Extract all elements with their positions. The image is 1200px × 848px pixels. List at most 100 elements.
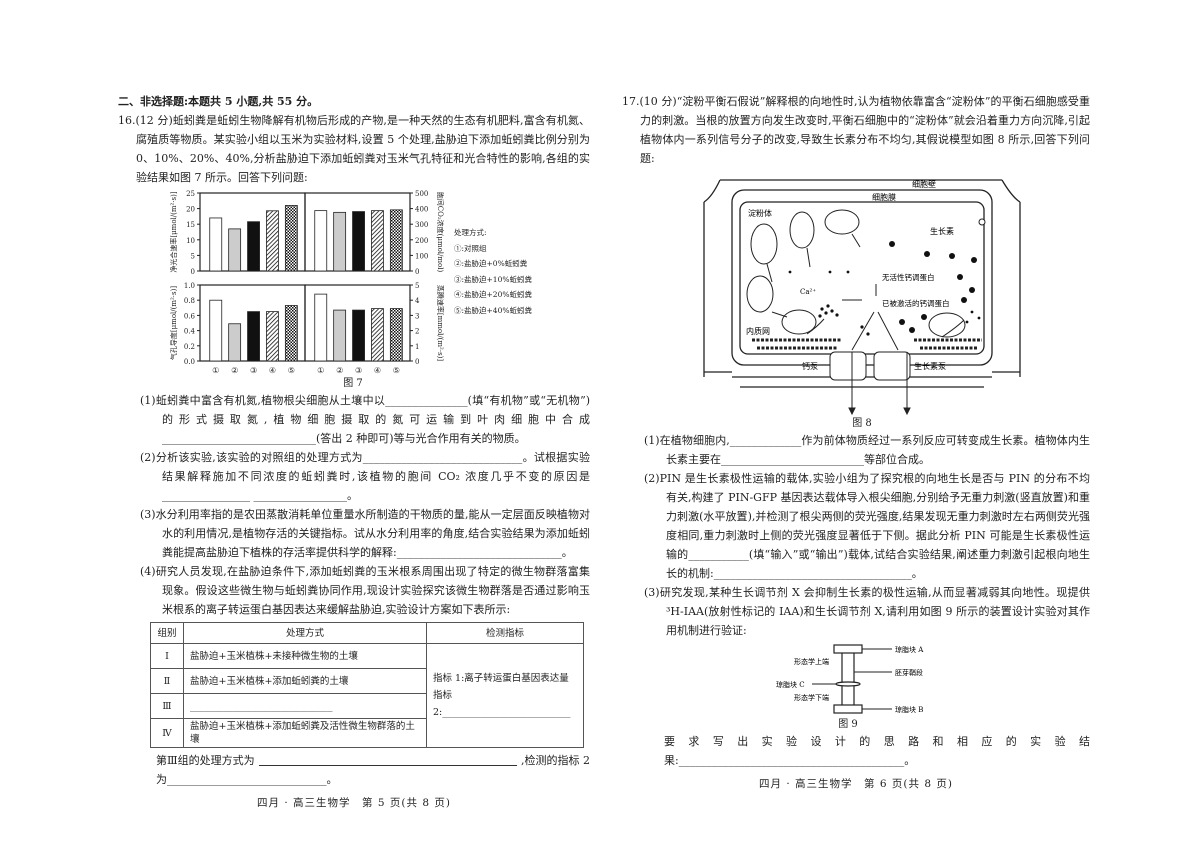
- figure-7-caption: 图 7: [343, 378, 363, 389]
- question-17-stem: 17.(10 分)“淀粉平衡石假说”解释根的向地性时,认为植物依靠富含“淀粉体”…: [622, 95, 1090, 165]
- section-title: 二、非选择题:本题共 5 小题,共 55 分。: [118, 95, 319, 108]
- x-tick-label: ①: [317, 366, 324, 375]
- label-lower-end: 形态学下端: [794, 693, 829, 702]
- legend-item: ②:盐胁迫+0%蚯蚓粪: [454, 259, 528, 268]
- y-tick-label: 1.0: [184, 282, 195, 290]
- label-calcium: Ca²⁺: [800, 288, 816, 296]
- y-tick-label: 300: [415, 221, 428, 229]
- left-page-column: 二、非选择题:本题共 5 小题,共 55 分。 16.(12 分)蚯蚓粪是蚯蚓生…: [118, 92, 590, 811]
- answer-blank: [258, 765, 517, 766]
- bar: [284, 205, 298, 272]
- treatment-cell: 盐胁迫+玉米植株+添加蚯蚓粪的土壤: [183, 668, 427, 694]
- bar: [352, 211, 365, 272]
- y-axis-label: 蒸腾速率[mmol/(m²·s)]: [436, 285, 445, 362]
- label-calcium-pump: 钙泵: [802, 361, 818, 371]
- label-cell-wall: 细胞壁: [912, 179, 936, 189]
- y-tick-label: 0: [415, 268, 419, 276]
- y-axis-label: 胞间CO₂浓度(μmol/mol): [436, 192, 445, 273]
- treatment-cell: 盐胁迫+玉米植株+未接种微生物的土壤: [183, 643, 427, 669]
- label-auxin-pump: 生长素泵: [914, 361, 946, 371]
- y-axis-label: 气孔导度[μmol/(m²·s)]: [169, 286, 178, 360]
- y-axis-label: 净光合速率[μmol/(m²·s)]: [169, 191, 178, 272]
- x-tick-label: ②: [336, 366, 343, 375]
- y-tick-label: 10: [186, 237, 195, 245]
- bar: [371, 308, 384, 362]
- bar: [247, 311, 260, 362]
- y-tick-label: 0: [191, 268, 195, 276]
- legend-title: 处理方式:: [454, 228, 487, 237]
- indicator-2: 指标 2:___________________________: [433, 690, 571, 718]
- label-auxin: 生长素: [930, 226, 954, 236]
- after-table-line: 第Ⅲ组的处理方式为 ,检测的指标 2: [156, 751, 590, 770]
- figure-9-diagram: 形态学上端 形态学下端 琼脂块 C 琼脂块 A 胚芽鞘段 琼脂块 B: [776, 644, 924, 714]
- x-tick-label: ②: [231, 366, 238, 375]
- question-16-stem: 16.(12 分)蚯蚓粪是蚯蚓生物降解有机物后形成的产物,是一种天然的生态有机肥…: [118, 114, 590, 184]
- y-tick-label: 0.0: [184, 358, 195, 366]
- y-tick-label: 20: [186, 206, 195, 214]
- label-er: 内质网: [746, 326, 770, 336]
- q16-part-2: (2)分析该实验,该实验的对照组的处理方式为__________________…: [140, 451, 590, 502]
- bar: [314, 293, 328, 362]
- bar: [352, 309, 365, 362]
- y-tick-label: 0.6: [184, 312, 196, 320]
- bar: [209, 299, 223, 362]
- y-tick-label: 500: [415, 190, 428, 198]
- right-page-column: 17.(10 分)“淀粉平衡石假说”解释根的向地性时,认为植物依靠富含“淀粉体”…: [622, 92, 1090, 792]
- indicator-cell: 指标 1:离子转运蛋白基因表达量 指标 2:__________________…: [426, 643, 584, 748]
- treatment-cell: 盐胁迫+玉米植株+添加蚯蚓粪及活性微生物群落的土壤: [183, 718, 427, 748]
- endoplasmic-reticulum-icon: [752, 338, 982, 350]
- after-table-text-2: ,检测的指标 2: [521, 754, 590, 767]
- table-row: Ⅰ 盐胁迫+玉米植株+未接种微生物的土壤 指标 1:离子转运蛋白基因表达量 指标…: [150, 643, 584, 748]
- y-tick-label: 400: [415, 206, 428, 214]
- group-cell: Ⅲ: [150, 693, 184, 719]
- table-row: Ⅳ 盐胁迫+玉米植株+添加蚯蚓粪及活性微生物群落的土壤: [150, 718, 584, 748]
- bar: [333, 211, 347, 272]
- pump-icons: [829, 351, 911, 381]
- x-tick-label: ③: [250, 366, 257, 375]
- bar: [371, 210, 384, 272]
- figure-8-diagram: 细胞壁 细胞膜 淀粉体 生长素 无活性钙调蛋白 Ca²⁺ 已被激活的钙调蛋白 内…: [703, 179, 1021, 416]
- page-footer-5: 四月 · 高三生物学 第 5 页(共 8 页): [257, 797, 451, 809]
- x-tick-label: ③: [355, 366, 362, 375]
- bar: [209, 217, 223, 272]
- label-block-b: 琼脂块 B: [895, 705, 923, 714]
- bar: [228, 228, 242, 272]
- y-tick-label: 3: [415, 312, 419, 320]
- auxin-dots: [788, 241, 981, 336]
- y-tick-label: 5: [415, 282, 419, 290]
- y-tick-label: 15: [186, 221, 195, 229]
- label-upper-end: 形态学上端: [794, 657, 829, 666]
- header-treatment: 处理方式: [183, 622, 427, 644]
- label-block-a: 琼脂块 A: [895, 645, 924, 654]
- bar: [266, 210, 279, 272]
- q17-part-3: (3)研究发现,某种生长调节剂 X 会抑制生长素的极性运输,从而显著减弱其向地性…: [644, 586, 1090, 637]
- treatment-cell: ______________________________: [183, 693, 427, 719]
- experiment-design-table: 组别 处理方式 检测指标 Ⅰ 盐胁迫+玉米植株+未接种微生物的土壤 指标 1:离…: [150, 622, 584, 748]
- group-cell: Ⅱ: [150, 668, 184, 694]
- y-tick-label: 100: [415, 252, 428, 260]
- header-indicator: 检测指标: [426, 622, 584, 644]
- x-tick-label: ④: [269, 366, 276, 375]
- amyloplast-icons: [746, 209, 966, 338]
- y-tick-label: 4: [415, 297, 420, 305]
- y-tick-label: 0.2: [184, 343, 195, 351]
- q17-part-1: (1)在植物细胞内,_____________作为前体物质经过一系列反应可转变成…: [644, 434, 1090, 466]
- bar: [333, 309, 347, 362]
- label-cell-membrane: 细胞膜: [872, 192, 896, 202]
- label-amyloplast: 淀粉体: [748, 208, 772, 218]
- q17-requirement: 要求写出实验设计的思路和相应的实验结果:____________________…: [664, 735, 1090, 767]
- legend-item: ③:盐胁迫+10%蚯蚓粪: [454, 274, 532, 284]
- y-tick-label: 5: [191, 252, 195, 260]
- figure-9-caption: 图 9: [838, 719, 858, 730]
- q16-part-4: (4)研究人员发现,在盐胁迫条件下,添加蚯蚓粪的玉米根系周围出现了特定的微生物群…: [140, 565, 590, 616]
- x-tick-label: ①: [212, 366, 219, 375]
- y-tick-label: 0.4: [184, 328, 196, 336]
- bar: [266, 311, 279, 362]
- bar: [284, 305, 298, 362]
- y-tick-label: 0: [415, 358, 419, 366]
- legend-item: ⑤:盐胁迫+40%蚯蚓粪: [454, 305, 532, 315]
- bar: [314, 210, 328, 272]
- indicator-1: 指标 1:离子转运蛋白基因表达量: [433, 673, 569, 684]
- figure-8-caption: 图 8: [852, 418, 872, 429]
